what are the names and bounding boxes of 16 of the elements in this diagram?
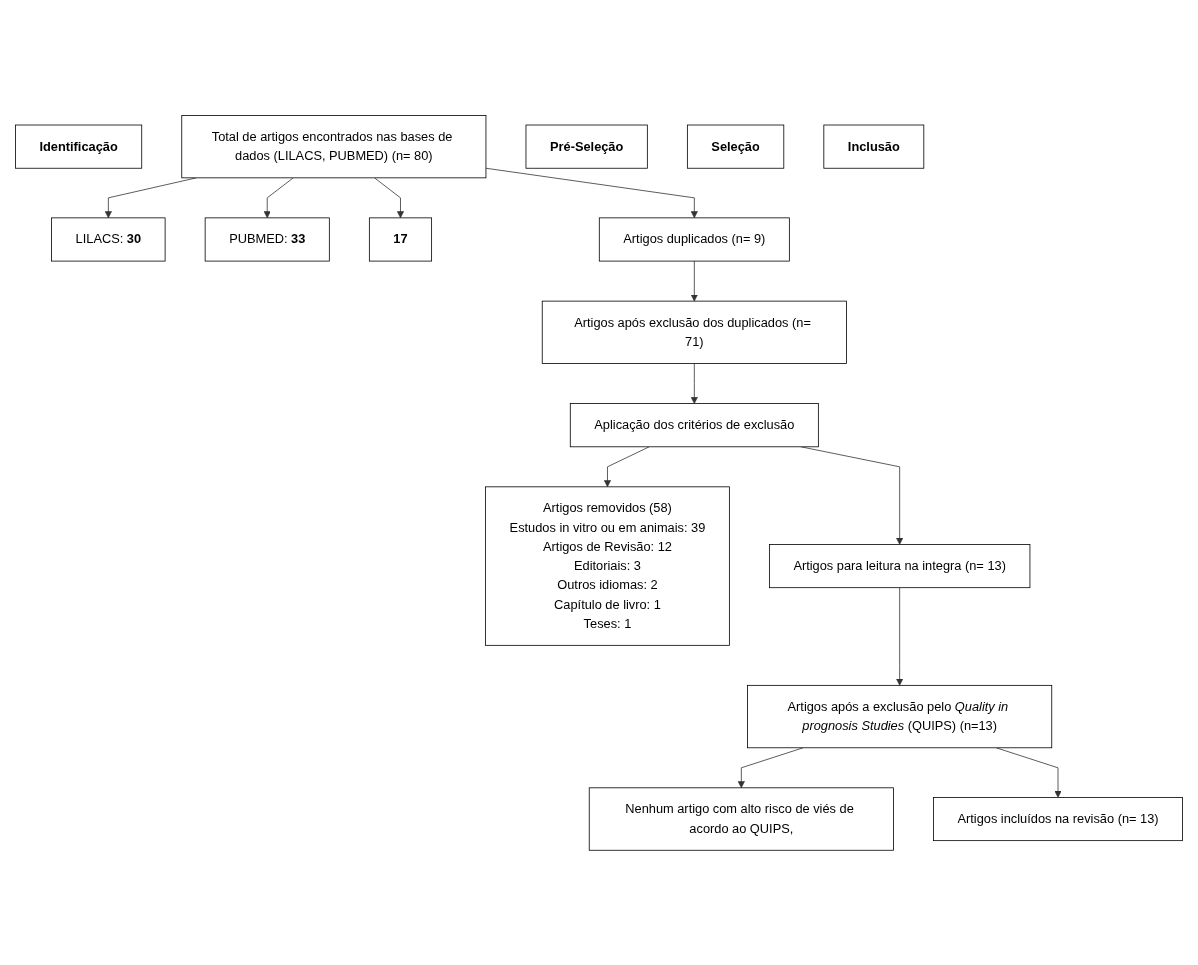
node-box: PUBMED: 33 [204, 217, 330, 262]
node-box: Pré-Seleção [525, 124, 648, 169]
node-box: Artigos para leitura na integra (n= 13) [769, 543, 1031, 588]
node-box: LILACS: 30 [51, 217, 166, 262]
node-box: 17 [368, 217, 432, 262]
node-box: Seleção [686, 124, 785, 169]
node-box: Artigos após exclusão dos duplicados (n= 71) [541, 300, 847, 364]
node-box: Aplicação dos critérios de exclusão [569, 402, 819, 447]
node-box: Artigos removidos (58) Estudos in vitro ou em animais: 39 Artigos de Revisão: 12 Editoriais: 3 Outros idiomas: 2 Capítulo de livro: 1 Teses: 1 [485, 486, 730, 646]
node-box: Total de artigos encontrados nas bases de dados (LILACS, PUBMED) (n= 80) [181, 114, 487, 178]
node-box: Identificação [15, 124, 143, 169]
node-box: Artigos incluídos na revisão (n= 13) [933, 796, 1183, 841]
node-box: Inclusão [823, 124, 925, 169]
node-box: Nenhum artigo com alto risco de viés de acordo ao QUIPS, [588, 787, 894, 851]
node-box: Artigos após a exclusão pelo Quality in prognosis Studies (QUIPS) (n=13) [747, 684, 1053, 748]
node-box: Artigos duplicados (n= 9) [598, 217, 790, 262]
